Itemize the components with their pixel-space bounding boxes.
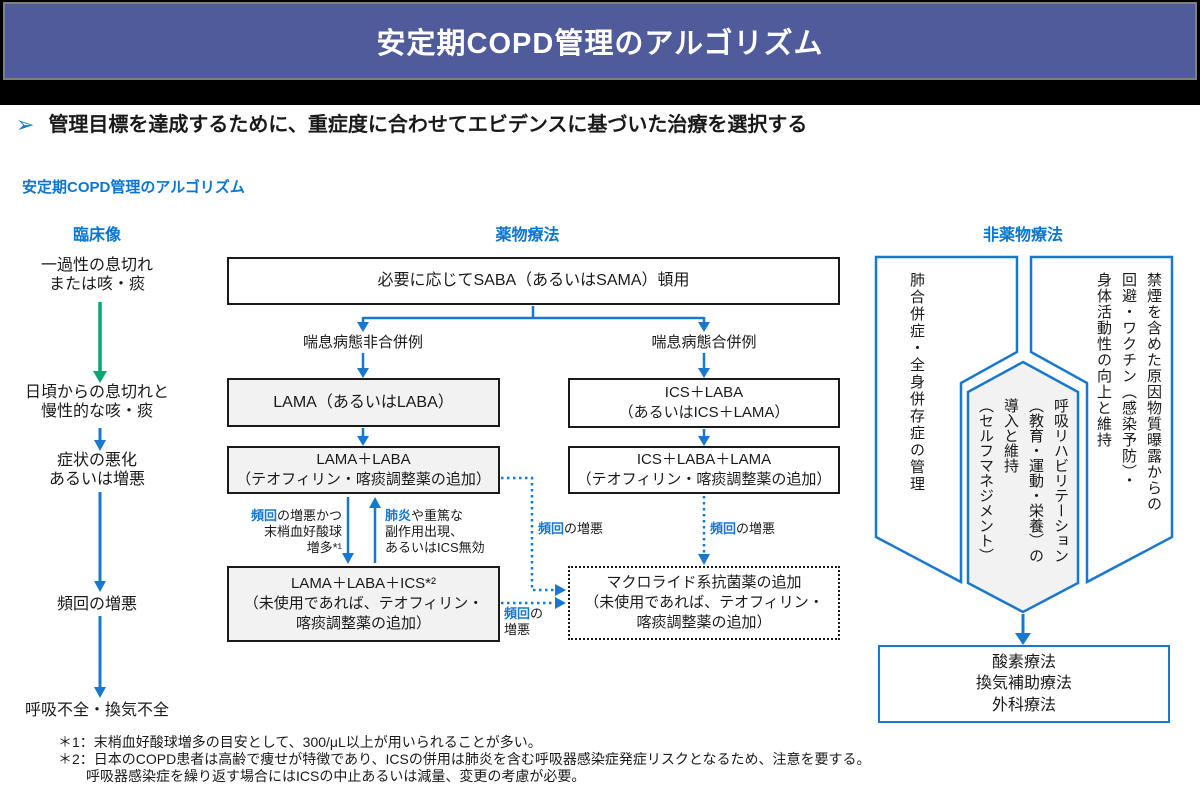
frequent-label-1-rest: の増悪 bbox=[564, 521, 604, 536]
branch-left-label: 喘息病態非合併例 bbox=[302, 334, 423, 351]
pneumonia-label-rest: や重篤な 副作用出現、 あるいはICS無効 bbox=[385, 508, 485, 555]
frequent-label-2-em: 頻回 bbox=[710, 521, 737, 536]
clinical-stage-5: 呼吸不全・換気不全 bbox=[24, 702, 169, 719]
nonpharma-column-header: 非薬物療法 bbox=[982, 227, 1063, 244]
title-band: 安定期COPD管理のアルゴリズム bbox=[3, 2, 1197, 80]
ics-laba-box: ICS＋LABA （あるいはICS＋LAMA） bbox=[568, 378, 840, 428]
saba-box: 必要に応じてSABA（あるいはSAMA）頓用 bbox=[227, 257, 840, 305]
lama-box: LAMA（あるいはLABA） bbox=[227, 378, 500, 427]
green-arrowhead-icon bbox=[93, 371, 107, 383]
ics-laba-lama-box: ICS＋LABA＋LAMA （テオフィリン・喀痰調整薬の追加） bbox=[568, 446, 840, 494]
footnote-1: ＊1：末梢血好酸球増多の目安として、300/μL以上が用いられることが多い。 bbox=[58, 734, 542, 750]
eosinophil-label: 頻回の増悪かつ 末梢血好酸球 増多*¹ bbox=[240, 508, 342, 556]
rehabilitation-hexagon-text: 呼吸リハビリテーション （教育・運動・栄養）の 導入と維持 （セルフマネジメント… bbox=[977, 398, 1069, 563]
macrolide-box: マクロライド系抗菌薬の追加 （未使用であれば、テオフィリン・ 喀痰調整薬の追加） bbox=[568, 566, 840, 640]
clinical-stage-2: 日頃からの息切れと 慢性的な咳・痰 bbox=[24, 384, 169, 420]
frequent-exacerbation-label-3: 頻回の 増悪 bbox=[504, 606, 543, 638]
hexagon-to-box-arrowhead-icon bbox=[1015, 633, 1031, 645]
lead-row: ➢ 管理目標を達成するために、重症度に合わせてエビデンスに基づいた治療を選択する bbox=[16, 112, 807, 138]
lead-text: 管理目標を達成するために、重症度に合わせてエビデンスに基づいた治療を選択する bbox=[48, 114, 808, 136]
frequent-label-1-em: 頻回 bbox=[538, 521, 565, 536]
oxygen-therapy-box: 酸素療法 換気補助療法 外科療法 bbox=[878, 645, 1170, 723]
eosinophil-label-rest: の増悪かつ 末梢血好酸球 増多*¹ bbox=[263, 508, 342, 555]
frequent-label-2-rest: の増悪 bbox=[736, 521, 776, 536]
lama-laba-ics-box: LAMA＋LABA＋ICS*² （未使用であれば、テオフィリン・ 喀痰調整薬の追… bbox=[227, 566, 500, 642]
page-title: 安定期COPD管理のアルゴリズム bbox=[376, 28, 824, 60]
lama-laba-box: LAMA＋LABA （テオフィリン・喀痰調整薬の追加） bbox=[227, 446, 500, 494]
frequent-exacerbation-label-1: 頻回の増悪 bbox=[538, 521, 603, 537]
clinical-stage-1: 一過性の息切れ または咳・痰 bbox=[40, 257, 153, 293]
pneumonia-label-em: 肺炎 bbox=[385, 508, 412, 523]
section-title: 安定期COPD管理のアルゴリズム bbox=[22, 179, 245, 196]
eosinophil-label-em: 頻回 bbox=[250, 508, 277, 523]
header-frame: 安定期COPD管理のアルゴリズム bbox=[0, 0, 1200, 105]
frequent-exacerbation-label-2: 頻回の増悪 bbox=[710, 521, 775, 537]
clinical-stage-3: 症状の悪化 あるいは増悪 bbox=[48, 452, 145, 488]
frequent-label-3-em: 頻回 bbox=[504, 606, 531, 621]
frequent-label-3-rest: の 増悪 bbox=[504, 606, 544, 637]
clinical-column-header: 臨床像 bbox=[72, 227, 121, 244]
pharma-column-header: 薬物療法 bbox=[495, 227, 560, 244]
smoking-cessation-banner-text: 禁煙を含めた原因物質曝露からの 回避・ワクチン（感染予防）・ 身体活動性の向上と… bbox=[1095, 272, 1162, 512]
comorbidity-banner-text: 肺合併症・全身併存症の管理 bbox=[908, 272, 925, 493]
pneumonia-label: 肺炎や重篤な 副作用出現、 あるいはICS無効 bbox=[385, 508, 507, 556]
arrow-bullet-icon: ➢ bbox=[16, 112, 35, 137]
footnote-2: ＊2：日本のCOPD患者は高齢で痩せが特徴であり、ICSの併用は肺炎を含む呼吸器… bbox=[58, 751, 871, 767]
clinical-stage-4: 頻回の増悪 bbox=[56, 596, 137, 613]
footnotes: ＊1：末梢血好酸球増多の目安として、300/μL以上が用いられることが多い。 ＊… bbox=[58, 734, 870, 785]
footnote-3: 呼吸器感染症を繰り返す場合にはICSの中止あるいは減量、変更の考慮が必要。 bbox=[58, 768, 586, 784]
branch-right-label: 喘息病態合併例 bbox=[651, 334, 757, 351]
